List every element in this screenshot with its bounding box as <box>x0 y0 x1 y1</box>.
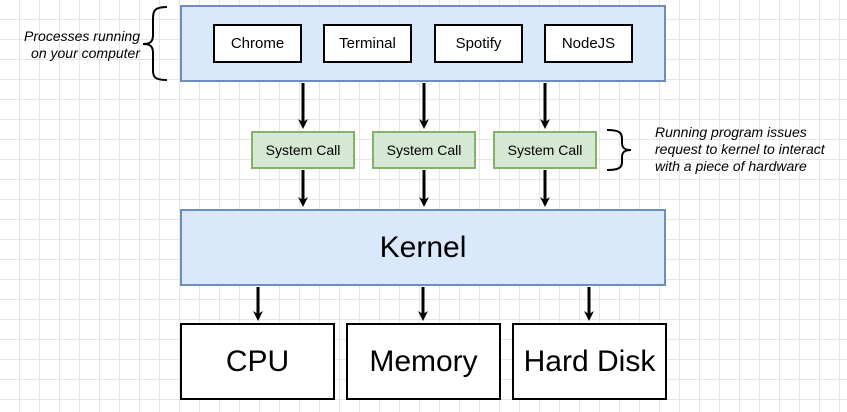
process-terminal: Terminal <box>323 24 412 63</box>
hardware-memory: Memory <box>346 323 501 400</box>
process-nodejs: NodeJS <box>544 24 633 63</box>
process-chrome: Chrome <box>213 24 302 63</box>
left-brace <box>142 6 168 81</box>
kernel-box: Kernel <box>180 209 666 286</box>
right-brace <box>606 129 632 171</box>
hardware-cpu: CPU <box>180 323 335 400</box>
system-call-2: System Call <box>372 131 476 169</box>
process-spotify: Spotify <box>434 24 523 63</box>
hardware-hard-disk: Hard Disk <box>512 323 667 400</box>
system-call-3: System Call <box>493 131 597 169</box>
system-call-1: System Call <box>251 131 355 169</box>
processes-note: Processes running on your computer <box>24 28 140 61</box>
system-call-note: Running program issues request to kernel… <box>655 124 825 174</box>
